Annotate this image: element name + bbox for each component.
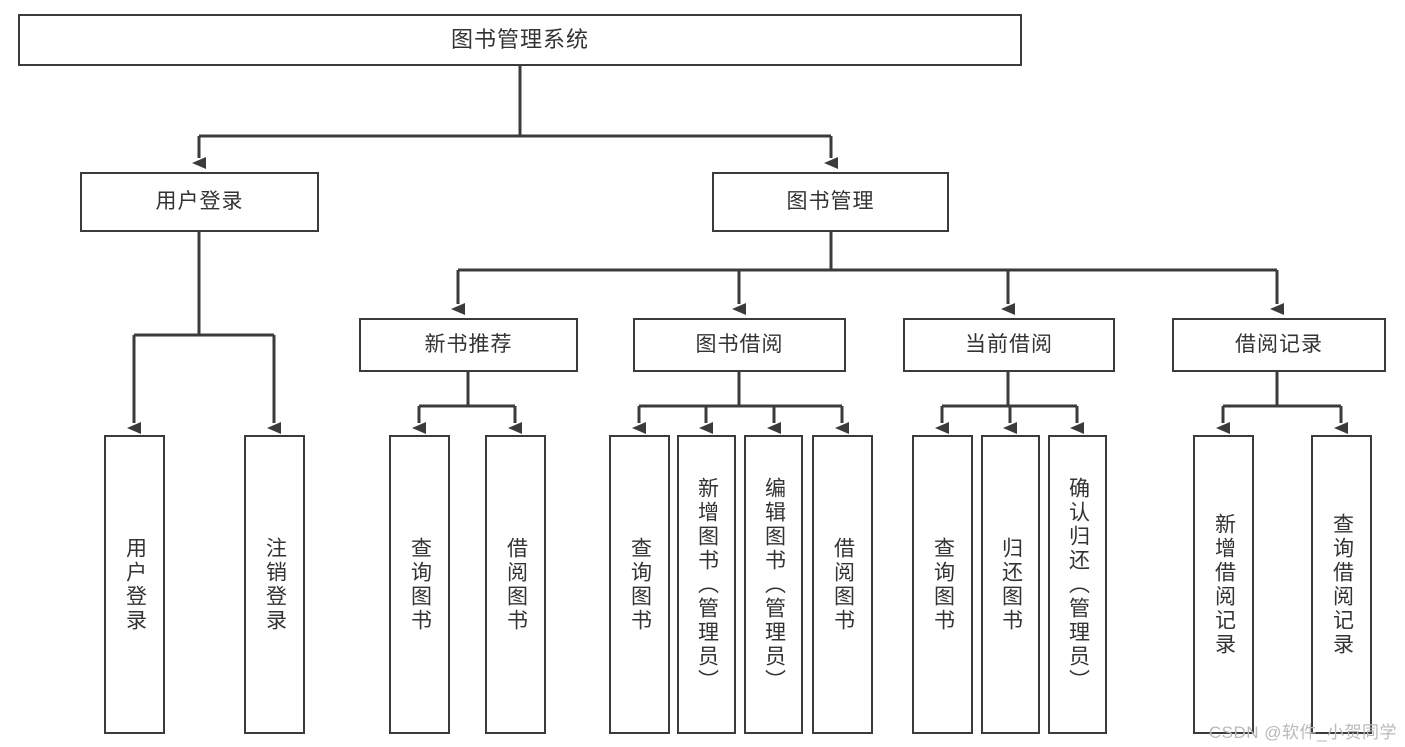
leaf-borrow-book-recommend[interactable]: 借阅图书 bbox=[485, 435, 546, 734]
node-current-borrow[interactable]: 当前借阅 bbox=[903, 318, 1115, 372]
node-label: 用户登录 bbox=[123, 536, 147, 633]
leaf-query-borrow-record[interactable]: 查询借阅记录 bbox=[1311, 435, 1372, 734]
node-label: 编辑图书（管理员） bbox=[762, 476, 786, 693]
node-label: 查询图书 bbox=[628, 536, 652, 633]
leaf-return-book[interactable]: 归还图书 bbox=[981, 435, 1040, 734]
node-label: 借阅图书 bbox=[504, 536, 528, 633]
node-label: 图书借阅 bbox=[695, 333, 784, 357]
leaf-add-borrow-record[interactable]: 新增借阅记录 bbox=[1193, 435, 1254, 734]
node-label: 查询借阅记录 bbox=[1330, 512, 1354, 657]
leaf-add-book[interactable]: 新增图书（管理员） bbox=[677, 435, 736, 734]
leaf-user-login[interactable]: 用户登录 bbox=[104, 435, 165, 734]
node-label: 注销登录 bbox=[263, 536, 287, 633]
node-book-management[interactable]: 图书管理 bbox=[712, 172, 949, 232]
node-label: 当前借阅 bbox=[965, 333, 1053, 357]
leaf-confirm-return[interactable]: 确认归还（管理员） bbox=[1048, 435, 1107, 734]
leaf-query-book-recommend[interactable]: 查询图书 bbox=[389, 435, 450, 734]
node-label: 用户登录 bbox=[155, 190, 244, 214]
node-book-borrow[interactable]: 图书借阅 bbox=[633, 318, 846, 372]
node-label: 借阅图书 bbox=[831, 536, 855, 633]
node-label: 图书管理系统 bbox=[450, 26, 589, 52]
node-label: 查询图书 bbox=[408, 536, 432, 633]
node-user-login[interactable]: 用户登录 bbox=[80, 172, 319, 232]
node-label: 新增图书（管理员） bbox=[695, 476, 719, 693]
leaf-edit-book[interactable]: 编辑图书（管理员） bbox=[744, 435, 803, 734]
node-label: 确认归还（管理员） bbox=[1066, 476, 1090, 693]
node-new-book-recommend[interactable]: 新书推荐 bbox=[359, 318, 578, 372]
leaf-query-book-borrow[interactable]: 查询图书 bbox=[609, 435, 670, 734]
node-label: 查询图书 bbox=[931, 536, 955, 633]
node-label: 归还图书 bbox=[999, 536, 1023, 633]
leaf-logout[interactable]: 注销登录 bbox=[244, 435, 305, 734]
node-label: 新书推荐 bbox=[424, 333, 513, 357]
watermark: CSDN @软件_小贺同学 bbox=[1208, 723, 1397, 742]
node-label: 图书管理 bbox=[786, 190, 875, 214]
node-borrow-record[interactable]: 借阅记录 bbox=[1172, 318, 1386, 372]
leaf-query-book-current[interactable]: 查询图书 bbox=[912, 435, 973, 734]
node-label: 借阅记录 bbox=[1235, 333, 1323, 357]
leaf-borrow-book[interactable]: 借阅图书 bbox=[812, 435, 873, 734]
node-label: 新增借阅记录 bbox=[1212, 512, 1236, 657]
node-root-book-management-system[interactable]: 图书管理系统 bbox=[18, 14, 1022, 66]
